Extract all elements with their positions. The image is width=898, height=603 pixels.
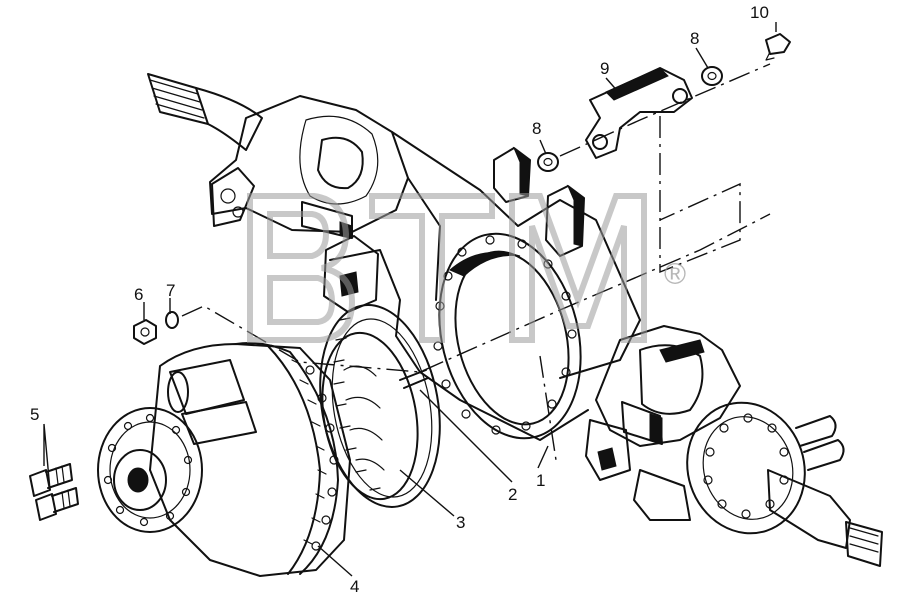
callout-3: 3 — [456, 513, 465, 532]
btm-watermark: ® — [247, 193, 686, 343]
callout-8-right: 8 — [690, 29, 699, 48]
fasteners-drawing — [29, 33, 791, 521]
callout-1: 1 — [536, 471, 545, 490]
callout-10: 10 — [750, 3, 769, 22]
end-cover-bolts — [103, 413, 193, 527]
callout-5: 5 — [30, 405, 39, 424]
callout-9: 9 — [600, 59, 609, 78]
leader-lines — [43, 22, 777, 577]
callout-4: 4 — [350, 577, 359, 596]
registered-mark: ® — [664, 258, 686, 291]
callout-2: 2 — [508, 485, 517, 504]
bracket-9-drawing — [585, 67, 693, 159]
callout-6: 6 — [134, 285, 143, 304]
callout-labels: 1 2 3 4 5 6 7 8 8 9 10 — [30, 3, 769, 596]
assembly-axis-lines — [181, 63, 771, 461]
callout-8-left: 8 — [532, 119, 541, 138]
hub-stud-holes — [703, 413, 789, 519]
callout-7: 7 — [166, 281, 175, 300]
housing-flange-bolts — [305, 365, 339, 551]
